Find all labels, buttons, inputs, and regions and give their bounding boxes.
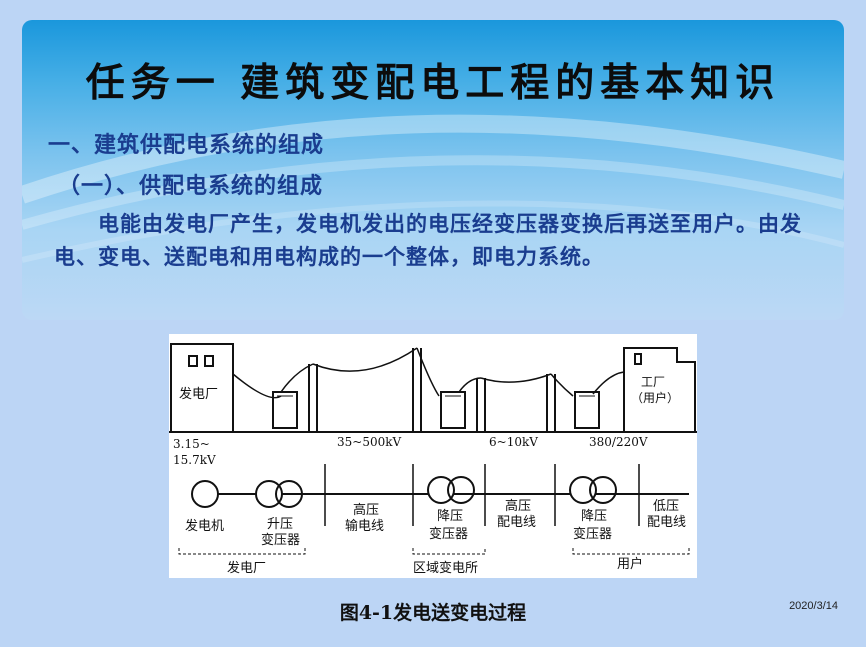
- factory-user-label: （用户）: [631, 390, 679, 405]
- header-panel: [22, 20, 844, 320]
- pole-transformer-icon: [272, 391, 600, 429]
- lv-line-label-2: 配电线: [647, 515, 686, 530]
- voltage-hv: 35~500kV: [337, 435, 402, 449]
- group-substation-label: 区域变电所: [413, 560, 478, 576]
- mv-line-label-1: 高压: [505, 498, 531, 514]
- stepup-transformer-symbol-icon: [255, 480, 303, 508]
- subsection-heading: （一）、供配电系统的组成: [58, 173, 324, 199]
- stepup-label-1: 升压: [267, 517, 293, 532]
- user-transformer-symbol-icon: [569, 476, 617, 504]
- slide-title: 任务一 建筑变配电工程的基本知识: [85, 60, 781, 106]
- voltage-mv: 6~10kV: [489, 435, 538, 449]
- hv-line-label-1: 高压: [353, 502, 379, 518]
- power-system-figure: 发电厂 工厂 （用户）: [169, 334, 697, 578]
- user-stepdown-label-2: 变压器: [573, 526, 612, 542]
- lv-line-label-1: 低压: [653, 499, 679, 514]
- voltage-gen-line1: 3.15~: [173, 437, 210, 451]
- voltage-gen-line2: 15.7kV: [173, 453, 216, 467]
- single-line-diagram: [178, 464, 690, 555]
- factory-building-icon: [623, 347, 696, 432]
- group-user-label: 用户: [617, 556, 643, 572]
- figure-caption: 图4-1发电送变电过程: [339, 602, 527, 624]
- generator-label: 发电机: [185, 518, 224, 534]
- stepup-label-2: 变压器: [261, 532, 300, 548]
- section-heading: 一、建筑供配电系统的组成: [48, 132, 325, 158]
- mv-line-label-2: 配电线: [497, 515, 536, 530]
- user-stepdown-label-1: 降压: [581, 509, 607, 524]
- transmission-poles: [308, 348, 556, 432]
- group-plant-label: 发电厂: [227, 560, 266, 576]
- slide-date: 2020/3/14: [789, 600, 838, 612]
- body-paragraph: 电能由发电厂产生，发电机发出的电压经变压器变换后再送至用户。由发电、变电、送配电…: [54, 211, 802, 269]
- stepdown-label-1: 降压: [437, 509, 463, 524]
- hv-line-label-2: 输电线: [345, 518, 384, 534]
- factory-label: 工厂: [641, 375, 665, 389]
- stepdown-transformer-symbol-icon: [427, 476, 475, 504]
- plant-label: 发电厂: [179, 386, 218, 402]
- power-cables: [232, 347, 625, 399]
- stepdown-label-2: 变压器: [429, 526, 468, 542]
- generator-symbol-icon: [191, 480, 219, 508]
- decorative-swoosh: [22, 20, 844, 320]
- voltage-lv: 380/220V: [589, 435, 648, 449]
